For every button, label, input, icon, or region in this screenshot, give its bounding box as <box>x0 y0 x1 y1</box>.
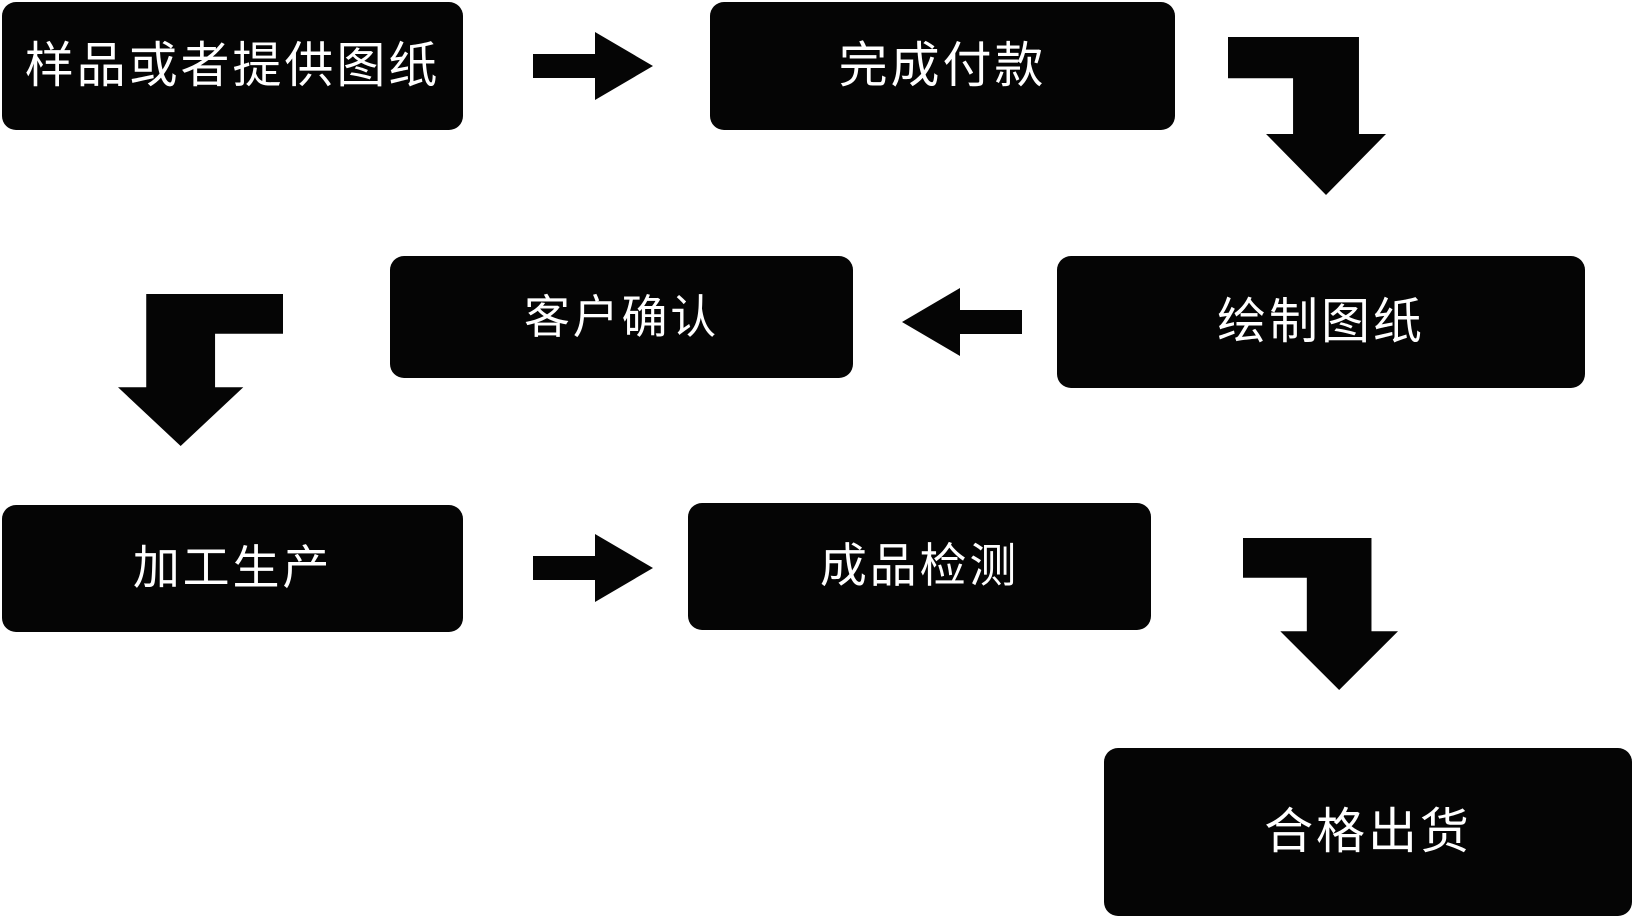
flow-node-label: 成品检测 <box>819 538 1020 594</box>
flow-node-label: 完成付款 <box>838 37 1047 95</box>
arrow-confirm-to-production-icon <box>118 294 283 446</box>
flow-node-label: 绘制图纸 <box>1217 293 1425 351</box>
flow-node-customer-confirm[interactable]: 客户确认 <box>390 256 853 378</box>
arrow-sample-to-payment-icon <box>533 32 653 100</box>
arrow-draw-to-confirm-icon <box>902 288 1022 356</box>
flow-node-finished-product-inspection[interactable]: 成品检测 <box>688 503 1151 630</box>
arrow-production-to-inspection-icon <box>533 534 653 602</box>
flow-node-label: 样品或者提供图纸 <box>24 37 441 95</box>
flow-node-label: 合格出货 <box>1264 803 1472 861</box>
arrow-inspection-to-shipment-icon <box>1243 538 1398 690</box>
flow-node-qualified-shipment[interactable]: 合格出货 <box>1104 748 1632 916</box>
arrow-payment-to-draw-icon <box>1228 37 1386 195</box>
flow-node-label: 客户确认 <box>523 289 720 344</box>
flow-node-sample-or-drawing[interactable]: 样品或者提供图纸 <box>2 2 463 130</box>
flow-node-label: 加工生产 <box>132 540 333 596</box>
flow-node-processing-production[interactable]: 加工生产 <box>2 505 463 632</box>
flow-node-complete-payment[interactable]: 完成付款 <box>710 2 1175 130</box>
flow-node-draw-drawing[interactable]: 绘制图纸 <box>1057 256 1585 388</box>
